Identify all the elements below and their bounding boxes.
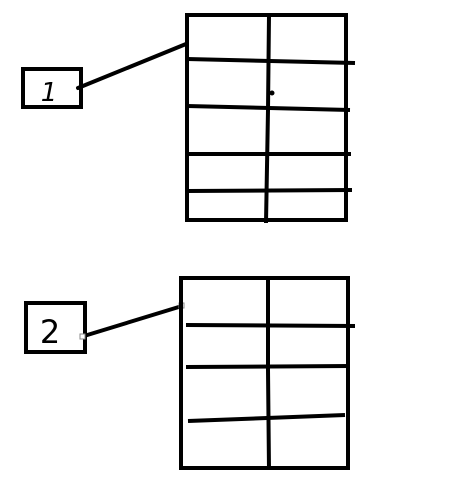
- table-2-row-line-1: [185, 323, 356, 328]
- table-1-row-line-2: [186, 104, 351, 112]
- table-2-outline: [179, 276, 350, 470]
- table-2-row-line-2: [185, 364, 351, 369]
- table-1-column-divider: [264, 14, 271, 224]
- table-2-column-divider: [266, 278, 271, 471]
- connector-line-2: [82, 304, 184, 338]
- connector-endpoint-2a: [79, 333, 86, 340]
- label-box-1: [21, 67, 83, 109]
- stray-dot: [269, 90, 275, 96]
- table-2-row-line-3: [187, 413, 346, 423]
- group-2: 2: [24, 276, 356, 471]
- connector-line-1: [76, 42, 188, 90]
- table-1-row-line-4: [186, 188, 353, 193]
- table-1-row-line-1: [186, 57, 356, 65]
- label-box-2: [24, 301, 87, 354]
- group-1: 1: [21, 13, 356, 224]
- label-text-1: 1: [41, 78, 58, 108]
- label-text-2: 2: [40, 313, 60, 351]
